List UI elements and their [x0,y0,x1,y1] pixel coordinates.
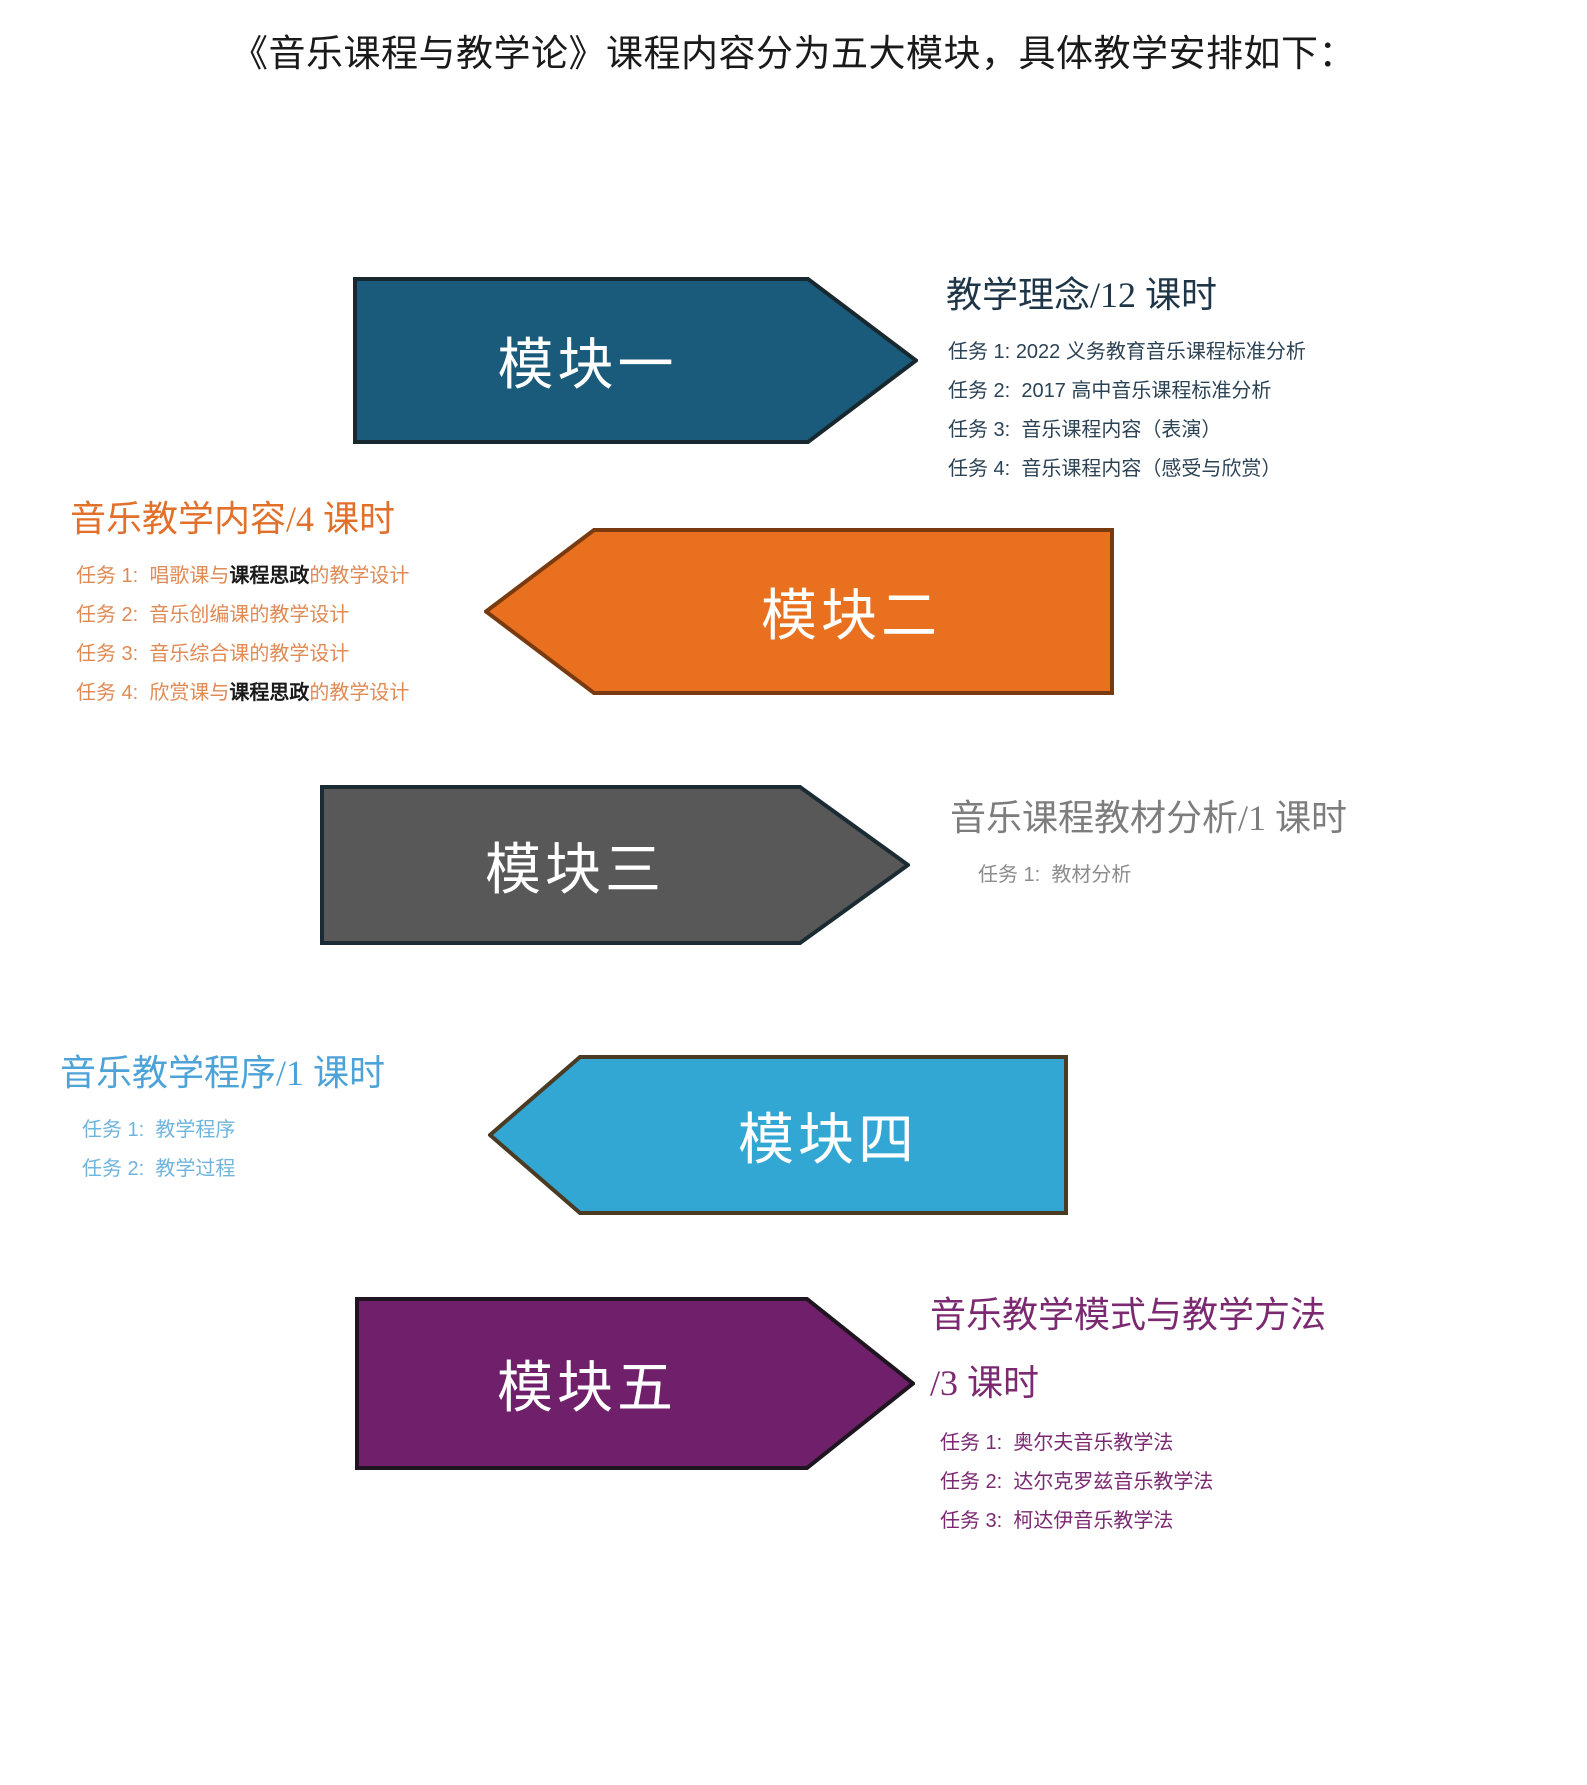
module-arrow-label-2: 模块二 [761,586,941,648]
module-heading-2: 音乐教学内容/4 课时 [70,499,396,539]
task-emphasis: 课程思政 [229,681,310,704]
arrow-right-shape-3 [320,785,910,945]
task-text: 教学程序 [155,1118,236,1141]
task-text: 达尔克罗兹音乐教学法 [1013,1471,1214,1493]
task-item: 任务 1: 教学程序 [60,1111,385,1150]
module-arrow-3: 模块三 [320,785,910,945]
module-arrow-1: 模块一 [353,277,918,444]
task-item: 任务 2: 音乐创编课的教学设计 [70,596,438,635]
task-text: 教学过程 [155,1157,236,1180]
task-number: 任务 2: [948,379,1011,402]
module-text-block-5: 音乐教学模式与教学方法 /3 课时 任务 1: 奥尔夫音乐教学法 任务 2: 达… [930,1288,1360,1541]
task-item: 任务 1: 教材分析 [950,856,1347,895]
task-text: 奥尔夫音乐教学法 [1013,1432,1174,1454]
task-emphasis: 课程思政 [229,564,310,587]
module-text-block-1: 教学理念/12 课时 任务 1: 2022 义务教育音乐课程标准分析 任务 2:… [946,272,1306,489]
task-text: 音乐课程内容（表演） [1021,418,1222,441]
module-arrow-4: 模块四 [488,1055,1068,1215]
task-item: 任务 1: 奥尔夫音乐教学法 [930,1424,1360,1463]
task-number: 任务 2: [82,1157,145,1180]
module-heading-1: 教学理念/12 课时 [946,275,1218,315]
task-item: 任务 2: 2017 高中音乐课程标准分析 [948,372,1306,411]
task-number: 任务 1: [978,863,1041,886]
module-task-list-5: 任务 1: 奥尔夫音乐教学法 任务 2: 达尔克罗兹音乐教学法 任务 3: 柯达… [930,1424,1360,1541]
task-item: 任务 1: 唱歌课与课程思政的教学设计 [70,557,438,596]
module-arrow-label-1: 模块一 [497,335,678,397]
module-task-list-2: 任务 1: 唱歌课与课程思政的教学设计 任务 2: 音乐创编课的教学设计 任务 … [70,557,438,713]
module-task-list-4: 任务 1: 教学程序 任务 2: 教学过程 [60,1111,385,1189]
task-text: 音乐课程内容（感受与欣赏） [1021,457,1282,480]
task-number: 任务 4: [76,681,139,704]
task-text: 音乐综合课的教学设计 [149,642,350,665]
task-number: 任务 3: [948,418,1011,441]
arrow-left-shape-2 [484,528,1114,695]
module-heading-4: 音乐教学程序/1 课时 [60,1053,386,1093]
task-number: 任务 1: [82,1118,145,1141]
task-text: 欣赏课与 [149,681,230,704]
module-task-list-3: 任务 1: 教材分析 [950,856,1347,895]
task-number: 任务 3: [940,1510,1003,1532]
task-number: 任务 1: [948,340,1011,363]
task-item: 任务 3: 音乐课程内容（表演） [948,411,1306,450]
module-heading-3: 音乐课程教材分析/1 课时 [950,798,1348,838]
module-heading-5-line2: /3 课时 [930,1363,1040,1403]
module-arrow-label-4: 模块四 [738,1109,918,1172]
module-text-block-2: 音乐教学内容/4 课时 任务 1: 唱歌课与课程思政的教学设计 任务 2: 音乐… [70,496,438,713]
module-arrow-label-3: 模块三 [485,839,665,902]
module-task-list-1: 任务 1: 2022 义务教育音乐课程标准分析 任务 2: 2017 高中音乐课… [948,333,1306,489]
module-arrow-label-5: 模块五 [497,1358,677,1420]
module-heading-5-line1: 音乐教学模式与教学方法 [930,1295,1327,1335]
module-text-block-4: 音乐教学程序/1 课时 任务 1: 教学程序 任务 2: 教学过程 [60,1050,385,1189]
page-title: 《音乐课程与教学论》课程内容分为五大模块，具体教学安排如下： [231,34,1356,75]
task-text-tail: 的教学设计 [309,681,410,704]
task-text: 音乐创编课的教学设计 [149,603,350,626]
task-item: 任务 4: 欣赏课与课程思政的教学设计 [70,674,438,713]
task-item: 任务 3: 音乐综合课的教学设计 [70,635,438,674]
task-text: 2017 高中音乐课程标准分析 [1021,379,1272,402]
task-item: 任务 3: 柯达伊音乐教学法 [930,1502,1360,1541]
task-text: 教材分析 [1051,863,1132,886]
task-number: 任务 2: [940,1471,1003,1493]
task-number: 任务 3: [76,642,139,665]
task-text: 唱歌课与 [149,564,230,587]
arrow-right-shape-1 [353,277,918,444]
arrow-left-shape-4 [488,1055,1068,1215]
task-item: 任务 2: 教学过程 [60,1150,385,1189]
module-text-block-3: 音乐课程教材分析/1 课时 任务 1: 教材分析 [950,795,1347,895]
task-item: 任务 4: 音乐课程内容（感受与欣赏） [948,450,1306,489]
task-number: 任务 1: [940,1432,1003,1454]
task-text: 2022 义务教育音乐课程标准分析 [1015,340,1306,363]
task-text: 柯达伊音乐教学法 [1013,1510,1174,1532]
task-number: 任务 4: [948,457,1011,480]
task-item: 任务 2: 达尔克罗兹音乐教学法 [930,1463,1360,1502]
module-arrow-2: 模块二 [484,528,1114,695]
task-number: 任务 1: [76,564,139,587]
task-item: 任务 1: 2022 义务教育音乐课程标准分析 [948,333,1306,372]
task-text-tail: 的教学设计 [309,564,410,587]
arrow-right-shape-5 [355,1297,915,1470]
task-number: 任务 2: [76,603,139,626]
module-arrow-5: 模块五 [355,1297,915,1470]
